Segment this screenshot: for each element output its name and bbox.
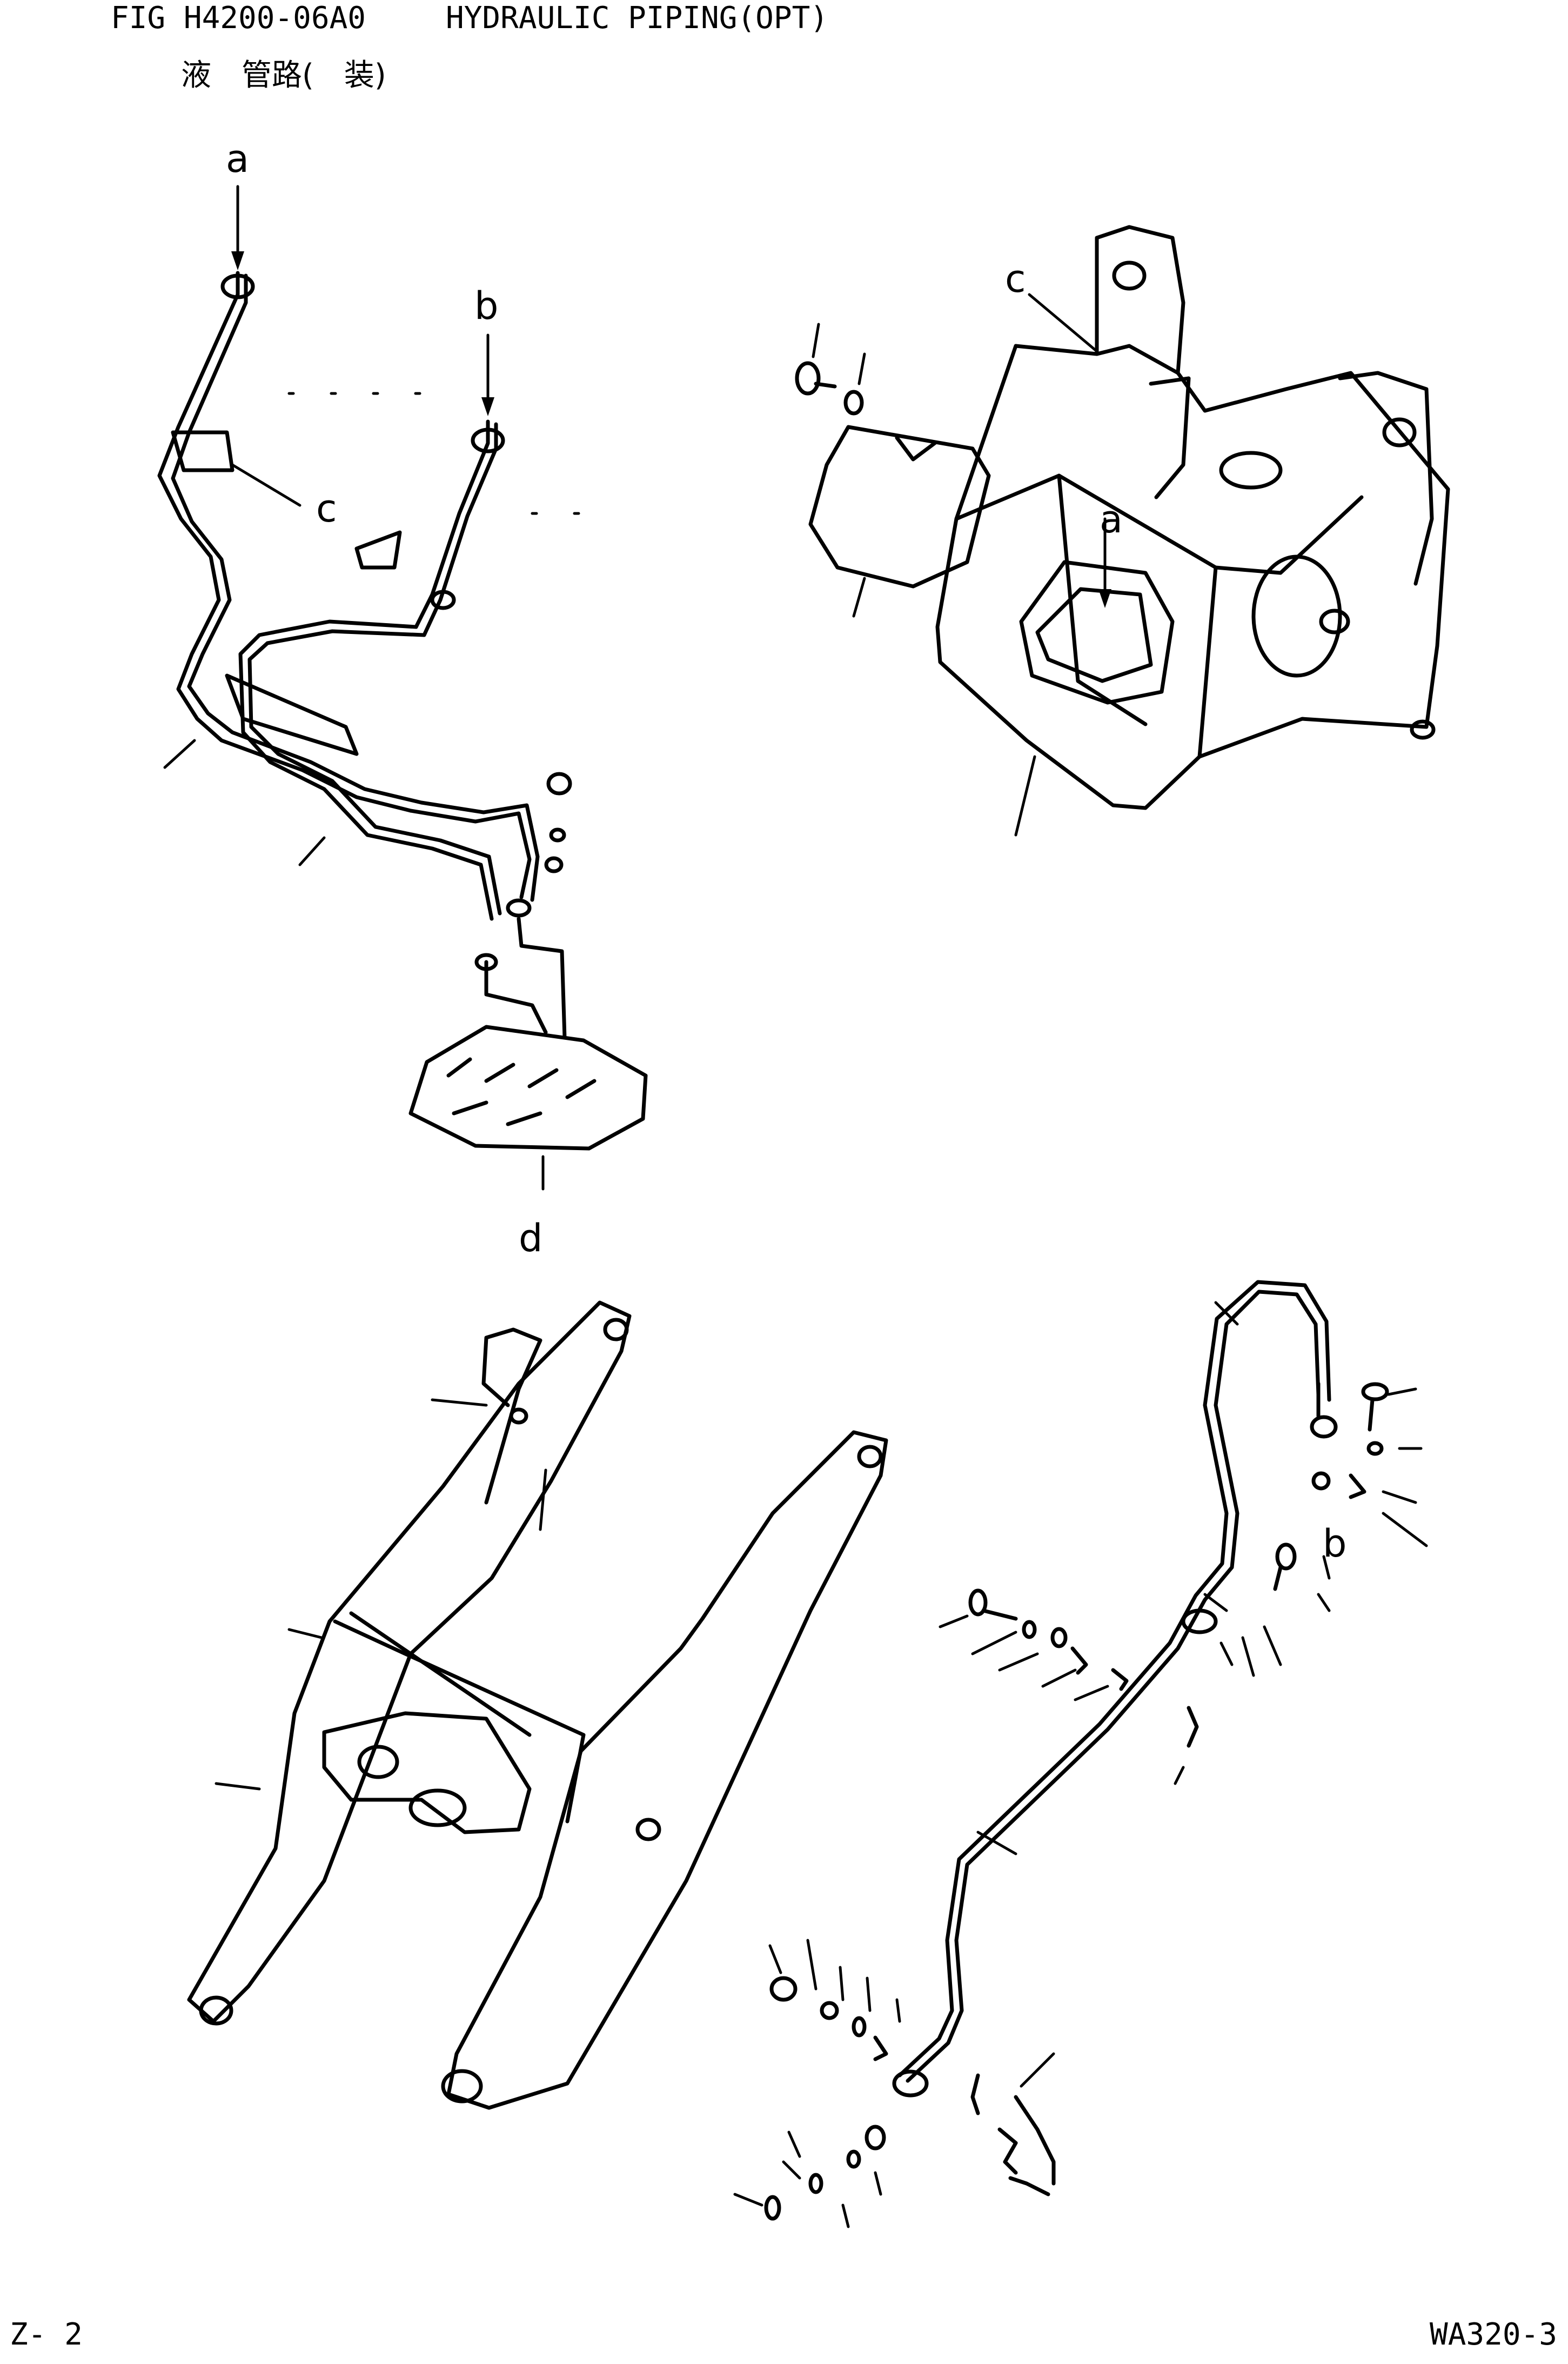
callout-c-right: c <box>1005 257 1026 301</box>
page-number: Z- 2 <box>10 2317 83 2352</box>
figure-subtitle: 液 管路( 装) <box>181 58 386 93</box>
callout-b-top: b <box>474 284 498 328</box>
lift-arm <box>189 1303 886 2108</box>
model-number: WA320-3 <box>1429 2317 1557 2352</box>
boom-piping: b <box>735 1282 1426 2227</box>
figure-code: FIG H4200-06A0 <box>111 1 366 36</box>
front-frame: c a <box>797 227 1448 835</box>
callout-c-left: c <box>316 486 337 531</box>
upper-piping-assembly: a b c <box>159 137 646 1260</box>
figure-title: HYDRAULIC PIPING(OPT) <box>446 1 829 36</box>
callout-a-right: a <box>1100 497 1123 542</box>
callout-d-bottom: d <box>519 1216 542 1260</box>
callout-b-right: b <box>1323 1521 1346 1566</box>
callout-a-top: a <box>226 137 249 181</box>
